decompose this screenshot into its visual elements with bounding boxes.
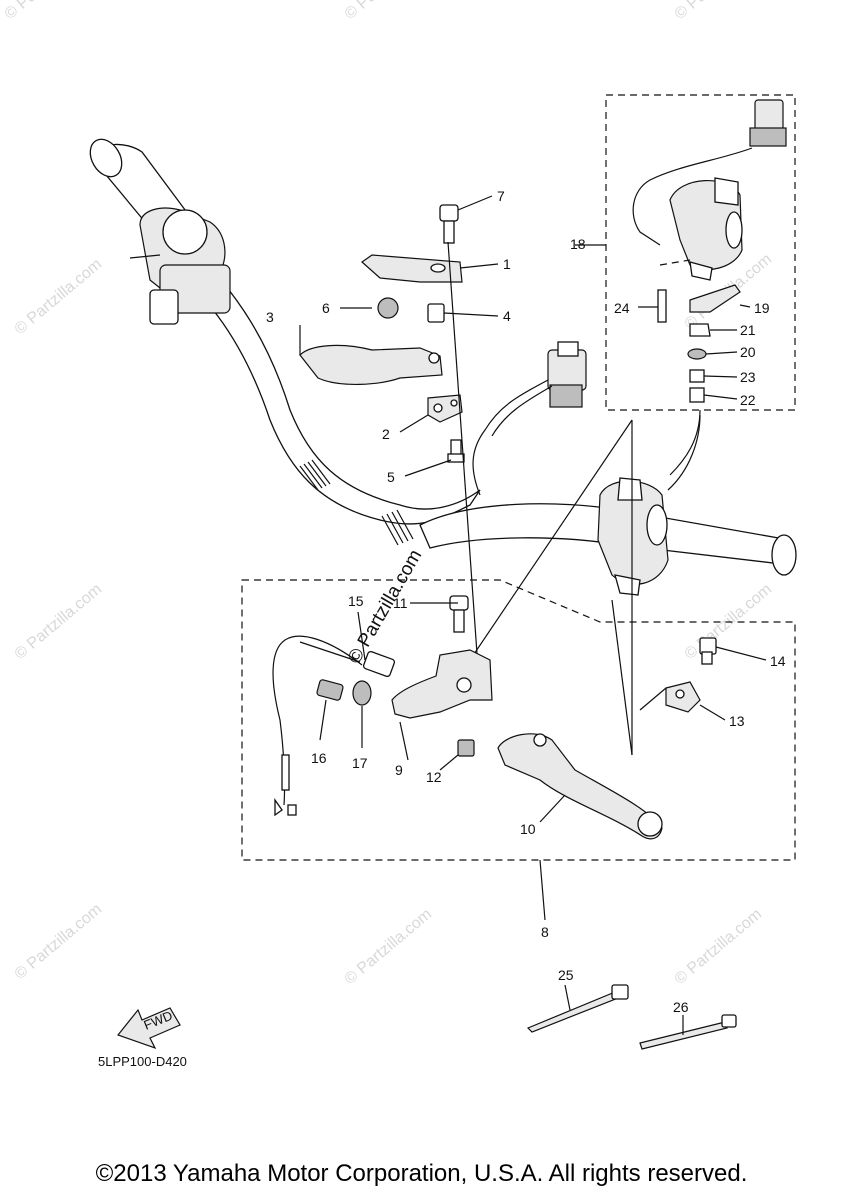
callout-8: 8: [541, 924, 549, 940]
callout-15: 15: [348, 593, 364, 609]
callout-24: 24: [614, 300, 630, 316]
watermark: © Partzilla.com: [12, 901, 106, 983]
callout-14: 14: [770, 653, 786, 669]
callout-19: 19: [754, 300, 770, 316]
callout-17: 17: [352, 755, 368, 771]
clutch-lever-assembly: [272, 595, 663, 840]
callout-16: 16: [311, 750, 327, 766]
diagram-code: 5LPP100-D420: [98, 1054, 187, 1069]
brake-master-cylinder: [129, 207, 231, 325]
callout-21: 21: [740, 322, 756, 338]
watermark: © Partzilla.com: [672, 906, 766, 988]
switch-detail-box: [605, 94, 796, 411]
copyright-notice: ©2013 Yamaha Motor Corporation, U.S.A. A…: [95, 1160, 748, 1187]
callout-2: 2: [382, 426, 390, 442]
callouts: 1 2 3 4 5 6 7 8 9 10 11 12 13 14 15 16 1…: [266, 188, 786, 1015]
clamp: [665, 637, 717, 713]
callout-20: 20: [740, 344, 756, 360]
watermark: © Partzilla.com: [672, 0, 766, 23]
watermark: © Partzilla.com: [12, 256, 106, 338]
callout-6: 6: [322, 300, 330, 316]
cable-ties: [526, 984, 737, 1050]
callout-13: 13: [729, 713, 745, 729]
guide-lines: [469, 419, 633, 756]
callout-9: 9: [395, 762, 403, 778]
clutch-group-box: [241, 579, 796, 861]
hot-start-assembly: [299, 204, 479, 669]
connector: [472, 341, 587, 496]
callout-22: 22: [740, 392, 756, 408]
watermark: © Partzilla.com: [12, 581, 106, 663]
watermark: © Partzilla.com: [342, 906, 436, 988]
callout-23: 23: [740, 369, 756, 385]
callout-18: 18: [570, 236, 586, 252]
leader-lines: [299, 195, 767, 1035]
callout-5: 5: [387, 469, 395, 485]
switch-detail: [632, 99, 787, 476]
callout-10: 10: [520, 821, 536, 837]
callout-25: 25: [558, 967, 574, 983]
right-handlebar-switch: [597, 414, 701, 596]
callout-4: 4: [503, 308, 511, 324]
fwd-arrow: FWD: [117, 1007, 181, 1050]
callout-12: 12: [426, 769, 442, 785]
watermark: © Partzilla.com: [342, 0, 436, 23]
watermark: © Partzilla.com: [2, 0, 96, 23]
callout-11: 11: [393, 595, 408, 611]
callout-7: 7: [497, 188, 505, 204]
callout-26: 26: [673, 999, 689, 1015]
callout-1: 1: [503, 256, 511, 272]
callout-3: 3: [266, 309, 274, 325]
